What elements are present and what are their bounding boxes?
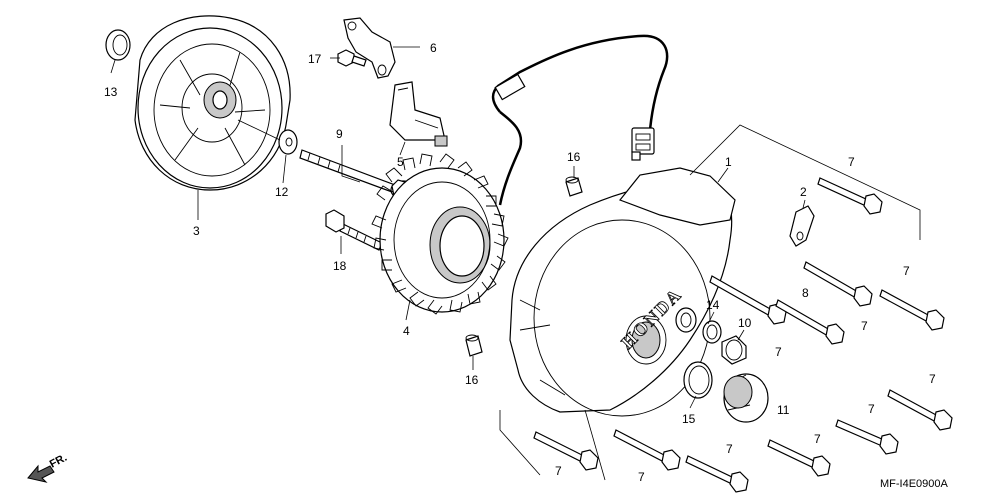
label-11: 11 — [777, 403, 790, 417]
bolt-7-j — [533, 431, 599, 471]
part-2-bracket — [789, 205, 815, 247]
part-5-pulse-generator — [389, 81, 448, 147]
part-14-oil-seal — [675, 307, 722, 344]
label-7-h: 7 — [726, 442, 733, 456]
bolt-7-b — [803, 261, 873, 307]
bolt-7-h — [685, 455, 749, 493]
bolt-7-a — [817, 177, 883, 215]
bolt-7-c — [879, 289, 945, 331]
part-13-snap-ring — [105, 29, 131, 61]
part-16-dowel-pin-lower — [465, 334, 483, 357]
label-7-d: 7 — [775, 345, 782, 359]
part-11-crankshaft-hole-cap — [723, 373, 769, 423]
label-4: 4 — [403, 324, 410, 338]
label-15: 15 — [682, 412, 696, 426]
label-2: 2 — [800, 185, 807, 199]
bolt-7-d — [775, 299, 845, 345]
label-7-i: 7 — [638, 470, 645, 484]
bolt-7-e — [887, 389, 953, 431]
label-5: 5 — [397, 155, 404, 169]
label-18: 18 — [333, 259, 347, 273]
part-12-washer — [278, 129, 298, 155]
label-3: 3 — [193, 224, 200, 238]
label-16-upper: 16 — [567, 150, 581, 164]
label-17: 17 — [308, 52, 322, 66]
label-8: 8 — [802, 286, 809, 300]
part-15-o-ring — [683, 361, 713, 399]
label-6: 6 — [430, 41, 437, 55]
label-7-f: 7 — [868, 402, 875, 416]
label-12: 12 — [275, 185, 289, 199]
part-16-dowel-pin-upper — [565, 176, 583, 197]
part-17-bolt — [337, 49, 367, 67]
part-18-stator-bolt — [325, 209, 383, 251]
bolt-7-g — [767, 439, 831, 477]
label-10: 10 — [738, 316, 752, 330]
label-7-g: 7 — [814, 432, 821, 446]
label-7-j: 7 — [555, 464, 562, 478]
part-7-bolts — [533, 177, 953, 493]
bolt-7-f — [835, 419, 899, 455]
front-arrow-icon — [27, 464, 55, 483]
bolt-7-i — [613, 429, 681, 471]
label-9: 9 — [336, 127, 343, 141]
label-7-e: 7 — [929, 372, 936, 386]
label-7-c: 7 — [861, 319, 868, 333]
front-direction-indicator: FR. — [27, 452, 69, 483]
label-1: 1 — [725, 155, 732, 169]
label-7-a: 7 — [848, 155, 855, 169]
front-direction-label: FR. — [48, 452, 69, 471]
label-7-b: 7 — [903, 264, 910, 278]
part-6-wire-clamp — [343, 17, 396, 79]
label-14: 14 — [706, 298, 720, 312]
part-10-timing-hole-cap — [721, 335, 747, 365]
part-1-left-crankcase-cover: HONDA — [509, 167, 736, 417]
part-4-stator — [371, 153, 509, 315]
leader-lines — [110, 46, 921, 481]
part-3-flywheel-rotor — [134, 15, 291, 191]
part-labels: 13 3 12 9 18 4 5 6 17 16 16 1 2 7 7 8 7 … — [104, 41, 936, 484]
diagram-code: MF-I4E0900A — [880, 478, 949, 490]
wire-harness — [491, 34, 669, 206]
label-16-lower: 16 — [465, 373, 479, 387]
label-13: 13 — [104, 85, 118, 99]
